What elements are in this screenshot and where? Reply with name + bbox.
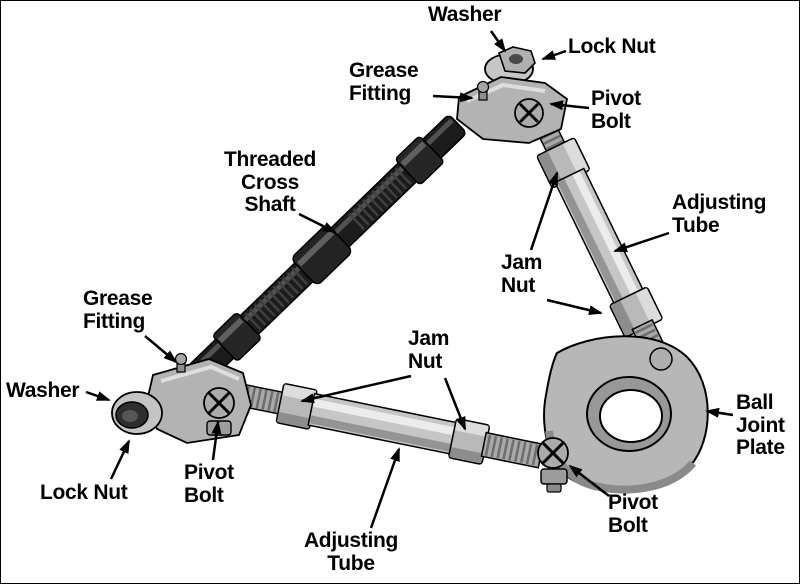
label-jam-nut-right: Jam Nut <box>501 251 543 297</box>
label-line: Fitting <box>349 81 412 105</box>
label-line: Washer <box>6 379 80 402</box>
label-ball-joint-plate: Ball Joint Plate <box>736 391 785 460</box>
top-shaft-end-assembly <box>456 46 568 144</box>
label-threaded-cross-shaft: Threaded Cross Shaft <box>215 148 325 217</box>
threaded-cross-shaft-shape <box>188 115 466 385</box>
label-line: Cross <box>240 170 300 194</box>
arrow-lock-nut-bottom <box>109 439 131 480</box>
label-line: Shaft <box>244 193 296 217</box>
label-line: Pivot <box>184 461 234 484</box>
label-line: Tube <box>672 213 720 237</box>
pivot-bolt-bottom-shape <box>537 437 569 493</box>
arrow-pivot-bolt-top <box>549 100 590 111</box>
label-line: Washer <box>428 3 502 26</box>
label-adjusting-tube-right: Adjusting Tube <box>672 191 767 237</box>
label-grease-fitting-left: Grease Fitting <box>83 287 153 333</box>
arrow-adjusting-tube-right <box>613 231 670 253</box>
arrow-jam-nut-center-right <box>443 377 467 431</box>
label-line: Grease <box>83 287 153 310</box>
label-washer-left: Washer <box>6 379 80 403</box>
label-line: Pivot <box>591 87 641 110</box>
adjusting-tube-lower-shape <box>227 381 544 469</box>
arrow-washer-left <box>85 390 111 402</box>
label-line: Pivot <box>608 491 658 514</box>
label-pivot-bolt-top: Pivot Bolt <box>591 87 641 133</box>
label-line: Adjusting <box>672 191 767 214</box>
left-shaft-end-assembly <box>111 352 252 444</box>
label-line: Bolt <box>184 483 224 507</box>
label-jam-nut-center: Jam Nut <box>408 327 450 373</box>
label-line: Jam <box>501 251 543 274</box>
label-line: Ball <box>736 391 774 414</box>
arrow-jam-nut-right-down <box>546 298 603 316</box>
label-line: Lock Nut <box>40 481 128 504</box>
label-line: Bolt <box>591 109 631 133</box>
label-line: Nut <box>501 273 536 297</box>
arrow-pivot-bolt-bottom <box>568 464 610 497</box>
arrow-grease-fitting-top <box>432 92 474 103</box>
arrow-lock-nut-top <box>541 49 567 61</box>
label-pivot-bolt-bottom: Pivot Bolt <box>608 491 658 537</box>
label-lock-nut-bottom: Lock Nut <box>40 481 128 505</box>
arrow-threaded-cross-shaft <box>298 212 337 234</box>
label-line: Grease <box>349 59 419 82</box>
label-line: Joint <box>736 413 785 437</box>
label-grease-fitting-top: Grease Fitting <box>349 59 419 105</box>
label-line: Fitting <box>83 309 146 333</box>
label-lock-nut-top: Lock Nut <box>568 35 656 59</box>
label-line: Jam <box>408 327 450 350</box>
arrow-ball-joint-plate <box>705 407 734 418</box>
label-adjusting-tube-bottom: Adjusting Tube <box>301 529 401 575</box>
label-line: Plate <box>736 436 785 460</box>
label-line: Adjusting <box>303 529 399 552</box>
label-line: Nut <box>408 349 443 373</box>
callout-arrows <box>85 30 734 529</box>
arrow-adjusting-tube-bottom <box>369 447 401 529</box>
label-pivot-bolt-left: Pivot Bolt <box>184 461 234 507</box>
arrow-pivot-bolt-left <box>211 420 222 461</box>
arrow-jam-nut-right-up <box>529 171 559 251</box>
arrow-jam-nut-center-left <box>300 374 412 404</box>
label-line: Threaded <box>223 148 317 171</box>
label-line: Tube <box>327 551 375 575</box>
arrow-washer-top <box>489 30 507 53</box>
label-line: Lock Nut <box>568 35 656 58</box>
label-line: Bolt <box>608 513 648 537</box>
ball-joint-plate-shape <box>543 335 709 494</box>
label-washer-top: Washer <box>428 3 502 27</box>
arrow-grease-fitting-left <box>144 335 178 364</box>
